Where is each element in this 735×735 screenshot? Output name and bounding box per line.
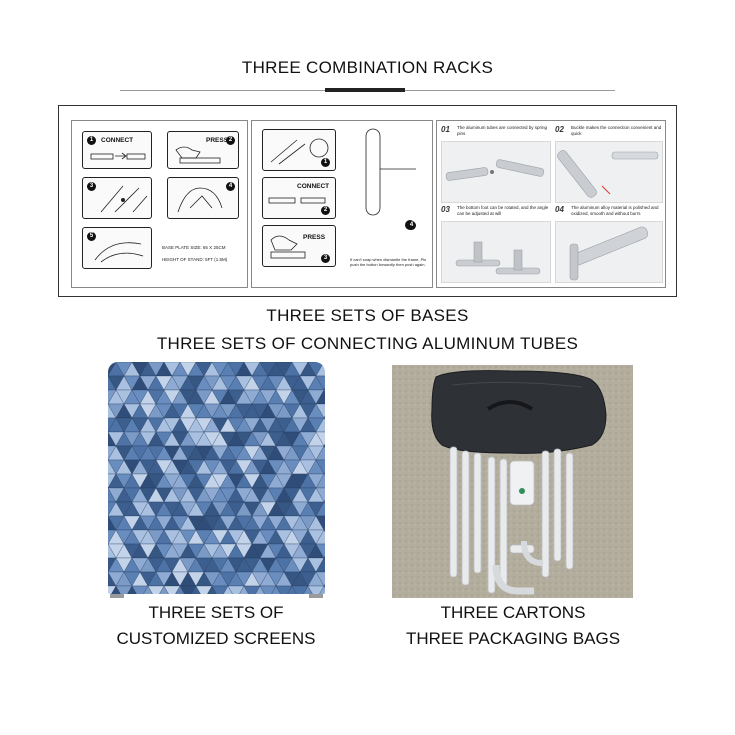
feature-note: The aluminum alloy material is polished … bbox=[571, 205, 659, 216]
buckle-tube-icon bbox=[557, 150, 659, 198]
feature-note: The aluminum tubes are connected by spri… bbox=[457, 125, 548, 136]
instruction-strip: 1 CONNECT PRESS 2 3 4 bbox=[58, 105, 677, 297]
bag-and-frame-parts-icon bbox=[392, 365, 633, 598]
step-number: 2 bbox=[226, 136, 235, 145]
zipper-close-icon bbox=[94, 242, 144, 263]
step-number: 4 bbox=[407, 221, 416, 230]
heading-combination-racks: THREE COMBINATION RACKS bbox=[241, 58, 494, 77]
step-fabric-box: 4 bbox=[167, 177, 239, 219]
step-number: 1 bbox=[87, 136, 96, 145]
connect-label: CONNECT bbox=[101, 137, 134, 144]
step-connect-box: CONNECT 2 bbox=[262, 177, 336, 219]
step-zip-box: 5 bbox=[82, 227, 152, 269]
step-connect-box: 1 CONNECT bbox=[82, 131, 152, 169]
alloy-tube-icon bbox=[569, 226, 649, 281]
tube-connect-icon bbox=[268, 197, 326, 204]
feature-tag: 02 bbox=[555, 125, 564, 134]
instruction-panel-3: 01 The aluminum tubes are connected by s… bbox=[436, 120, 666, 288]
spring-pin-photo bbox=[441, 141, 551, 203]
fabric-cover-icon bbox=[177, 187, 223, 213]
tube-insert-icon bbox=[270, 138, 329, 165]
screen-foot-right bbox=[309, 594, 323, 598]
instruction-panel-1: 1 CONNECT PRESS 2 3 4 bbox=[71, 120, 248, 288]
tube-connect-icon bbox=[90, 152, 146, 160]
heading-bases: THREE SETS OF BASES bbox=[266, 306, 469, 325]
connect-label: CONNECT bbox=[297, 183, 330, 190]
step-assemble-box: 3 bbox=[82, 177, 152, 219]
step-number: 4 bbox=[226, 182, 235, 191]
tube-pins-icon bbox=[445, 159, 545, 181]
heading-aluminum-tubes: THREE SETS OF CONNECTING ALUMINUM TUBES bbox=[156, 334, 579, 353]
buckle-photo bbox=[555, 141, 663, 203]
press-label: PRESS bbox=[303, 234, 326, 241]
alloy-tube-photo bbox=[555, 221, 663, 283]
blue-triangle-pattern bbox=[108, 362, 325, 594]
feature-note: The bottom foot can be rotated, and the … bbox=[457, 205, 549, 216]
screen-foot-left bbox=[110, 594, 124, 598]
dismantle-note: If can't snap when dismantle the frame, … bbox=[350, 257, 427, 267]
step-press-box: PRESS 2 bbox=[167, 131, 239, 169]
step-number: 2 bbox=[321, 206, 330, 215]
hand-press-icon bbox=[175, 146, 221, 164]
feature-note: Buckle makes the connection convenient a… bbox=[571, 125, 662, 136]
step-tubes-box: 1 bbox=[262, 129, 336, 171]
instruction-panel-2: 1 CONNECT 2 PRESS 3 4 If can't snap when… bbox=[251, 120, 433, 288]
heading-divider-accent bbox=[325, 88, 405, 92]
base-foot-photo bbox=[441, 221, 551, 283]
step-number: 3 bbox=[321, 254, 330, 263]
step-number: 3 bbox=[87, 182, 96, 191]
feature-tag: 04 bbox=[555, 205, 564, 214]
step-number: 1 bbox=[321, 158, 330, 167]
feature-tag: 01 bbox=[441, 125, 450, 134]
hand-press-icon bbox=[270, 235, 306, 259]
base-foot-icon bbox=[455, 241, 541, 275]
stand-height: HEIGHT OF STAND: 5FT (1.5M) bbox=[162, 257, 228, 262]
press-label: PRESS bbox=[206, 137, 229, 144]
step-press-box: PRESS 3 bbox=[262, 225, 336, 267]
customized-screen-image bbox=[108, 362, 325, 594]
caption-screens-line2: CUSTOMIZED SCREENS bbox=[116, 629, 316, 648]
step-number: 5 bbox=[87, 232, 96, 241]
caption-cartons: THREE CARTONS bbox=[440, 603, 586, 622]
caption-bags: THREE PACKAGING BAGS bbox=[405, 629, 621, 648]
packaging-photo bbox=[392, 365, 633, 598]
feature-tag: 03 bbox=[441, 205, 450, 214]
base-plate-size: BASE PLATE SIZE: 65 X 25CM bbox=[162, 245, 226, 250]
caption-screens-line1: THREE SETS OF bbox=[148, 603, 284, 622]
frame-assemble-icon bbox=[100, 185, 148, 213]
